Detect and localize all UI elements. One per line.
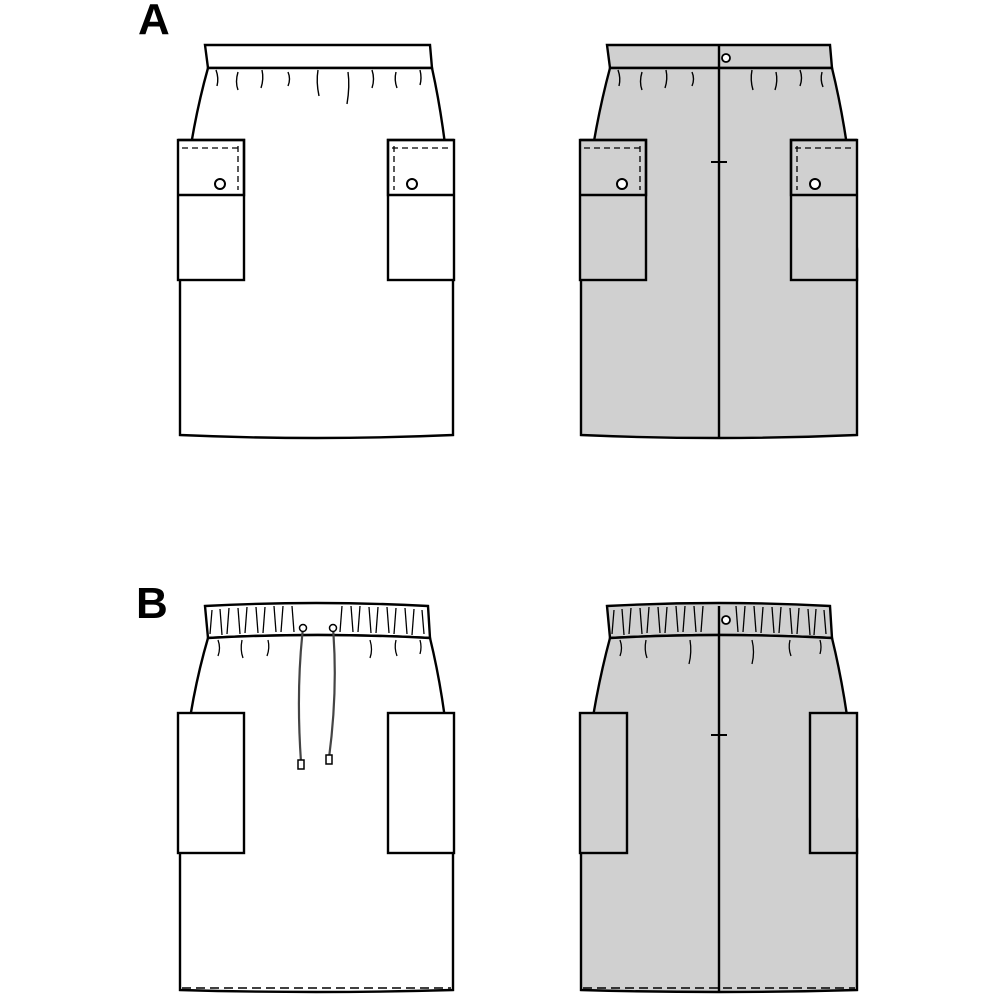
skirt-b-front-view [176,601,456,994]
skirt-a-back-view [578,43,859,440]
skirt-a-front-view [176,43,456,440]
view-label-a: A [138,0,170,44]
view-label-b: B [136,579,168,628]
skirt-b-back-view [578,601,859,994]
